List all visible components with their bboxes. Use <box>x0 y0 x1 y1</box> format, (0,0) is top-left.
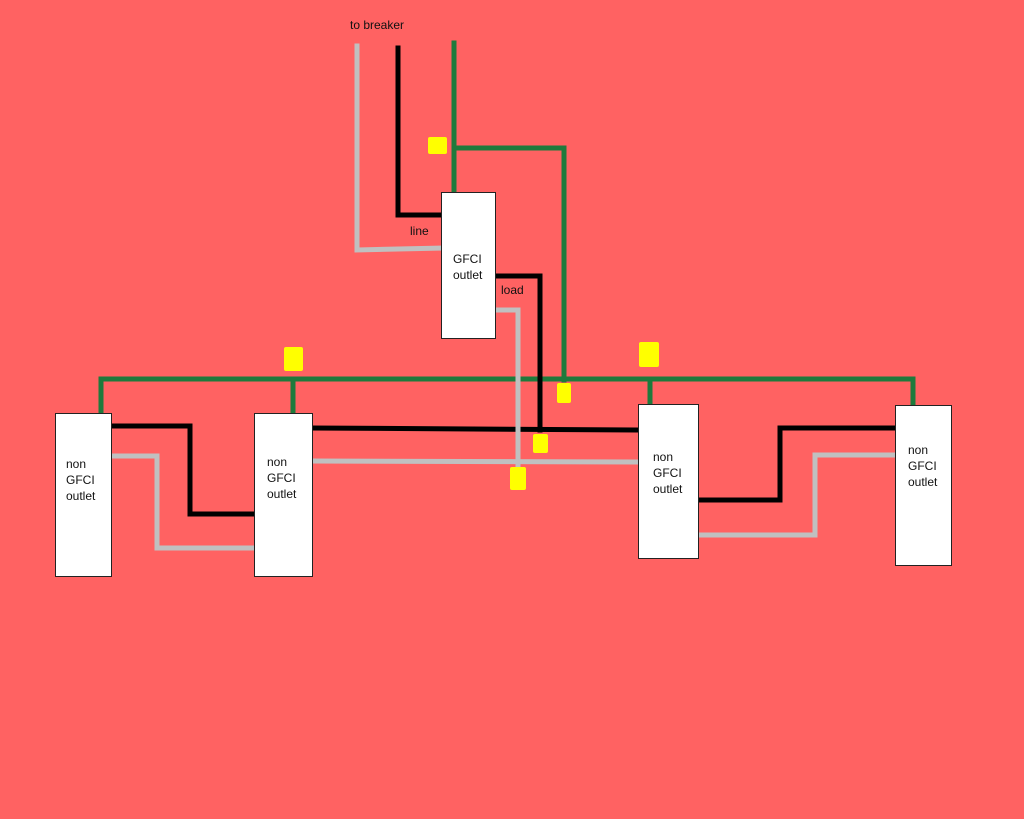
hot-wire-left <box>108 423 258 517</box>
outlet-label-line: outlet <box>908 475 938 489</box>
neutral-wire-load <box>491 307 521 475</box>
hot-wire-right <box>695 425 900 503</box>
wire-nut <box>284 347 303 371</box>
outlet-label-line: GFCI <box>66 473 95 487</box>
ground-wire-gfci-branch <box>451 145 567 383</box>
neutral-wire-right <box>695 452 900 538</box>
outlet-label-line: non <box>653 450 674 464</box>
wire-nut <box>639 342 659 367</box>
outlet-label-line: outlet <box>453 268 483 282</box>
outlet-label-line: GFCI <box>653 466 682 480</box>
wire-nut <box>533 434 548 453</box>
to-breaker-label: to breaker <box>350 18 405 32</box>
hot-wire-trunk <box>308 425 641 433</box>
hot-wire-line <box>395 45 445 218</box>
neutral-wire-left <box>105 453 258 551</box>
non-gfci-outlet: non GFCI outlet <box>55 413 112 577</box>
outlet-label-line: non <box>66 457 87 471</box>
non-gfci-outlet: non GFCI outlet <box>895 405 952 566</box>
wire-nut <box>428 137 447 154</box>
line-label: line <box>410 224 429 238</box>
outlet-label-line: non <box>267 455 288 469</box>
hot-wire-load <box>491 273 543 433</box>
outlet-label-line: outlet <box>653 482 683 496</box>
non-gfci-outlet: non GFCI outlet <box>254 413 313 577</box>
neutral-wire-line <box>354 43 445 253</box>
gfci-outlet: GFCI outlet <box>441 192 496 339</box>
outlet-label-line: outlet <box>267 487 297 501</box>
outlet-label-line: non <box>908 443 929 457</box>
wire-nut <box>510 467 526 490</box>
outlet-label-line: GFCI <box>453 252 482 266</box>
wire-nut <box>557 383 571 403</box>
outlet-label-line: GFCI <box>908 459 937 473</box>
neutral-wire-trunk <box>308 458 643 465</box>
outlet-label-line: GFCI <box>267 471 296 485</box>
load-label: load <box>501 283 524 297</box>
non-gfci-outlet: non GFCI outlet <box>638 404 699 559</box>
outlet-label-line: outlet <box>66 489 96 503</box>
